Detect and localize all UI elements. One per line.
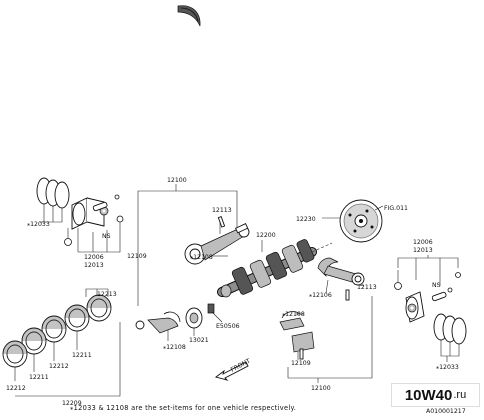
front-arrow-icon xyxy=(214,361,249,381)
callout-12006-left: 12006 xyxy=(84,254,104,261)
callout-12013-left: 12013 xyxy=(84,262,104,269)
fig011-reference: FIG.011 xyxy=(384,205,408,212)
callout-12212-a: 12212 xyxy=(49,363,69,370)
connecting-rod-top xyxy=(184,223,250,265)
callout-12211-a: 12211 xyxy=(72,352,92,359)
callout-12113-top: 12113 xyxy=(212,207,232,214)
ns-label-left: NS xyxy=(102,233,111,240)
callout-12013-right: 12013 xyxy=(413,247,433,254)
piston-rings-right xyxy=(433,313,467,345)
callout-12006-right: 12006 xyxy=(413,239,433,246)
drawing-id: A010001217 xyxy=(426,408,466,415)
callout-12113-right: 12113 xyxy=(357,284,377,291)
callout-12211-b: 12211 xyxy=(29,374,49,381)
callout-12200: 12200 xyxy=(256,232,276,239)
watermark-logo: 10W40.ru xyxy=(391,383,480,407)
piston-right xyxy=(405,291,425,323)
callout-e50506: E50506 xyxy=(216,323,240,330)
crank-sprocket xyxy=(185,307,203,329)
crankshaft xyxy=(217,239,333,298)
callout-13021: 13021 xyxy=(189,337,209,344)
woodruff-key xyxy=(207,303,215,314)
front-label: FRONT xyxy=(230,358,252,374)
rod-bolt-right xyxy=(345,289,350,301)
callout-12108-low-left: ⁎12108 xyxy=(163,344,186,351)
callout-12100-top: 12100 xyxy=(167,177,187,184)
piston-left xyxy=(71,197,109,230)
piston-pin-left xyxy=(92,201,108,212)
flywheel xyxy=(339,199,383,243)
callout-12230: 12230 xyxy=(296,216,316,223)
watermark-domain: .ru xyxy=(453,389,467,401)
rod-bolt-top xyxy=(217,216,226,228)
circlip-right-small xyxy=(447,287,453,293)
watermark-main: 10W40 xyxy=(404,386,453,404)
rod-cap-middle xyxy=(279,311,305,331)
callout-12106: ⁎12106 xyxy=(309,292,332,299)
callout-12033-left: ⁎12033 xyxy=(27,221,50,228)
piston-rings-left xyxy=(36,177,70,209)
piston-pin-right xyxy=(431,291,447,302)
callout-12212-b: 12212 xyxy=(6,385,26,392)
main-bearing-shells xyxy=(2,294,112,368)
circlip-left xyxy=(114,194,124,223)
bearing-half-icon xyxy=(177,5,201,27)
callout-12108-mid: ⁎12108 xyxy=(282,311,305,318)
callout-12100-low: 12100 xyxy=(311,385,331,392)
circlip-right xyxy=(455,272,461,278)
callout-12108-top: ⁎12108 xyxy=(190,254,213,261)
callout-12109-low: 12109 xyxy=(291,360,311,367)
circle-marker-right xyxy=(394,282,402,290)
callout-12209: 12209 xyxy=(62,400,82,407)
callout-12033-right: ⁎12033 xyxy=(436,364,459,371)
rod-cap-lower xyxy=(291,331,315,360)
circle-marker-left xyxy=(64,238,72,246)
rod-cap-left xyxy=(135,311,181,334)
ns-label-right: NS xyxy=(432,282,441,289)
connecting-rod-right xyxy=(317,257,365,286)
footnote: ⁎12033 & 12108 are the set-items for one… xyxy=(70,404,296,412)
callout-12213: 12213 xyxy=(97,291,117,298)
callout-12109-left: 12109 xyxy=(127,253,147,260)
